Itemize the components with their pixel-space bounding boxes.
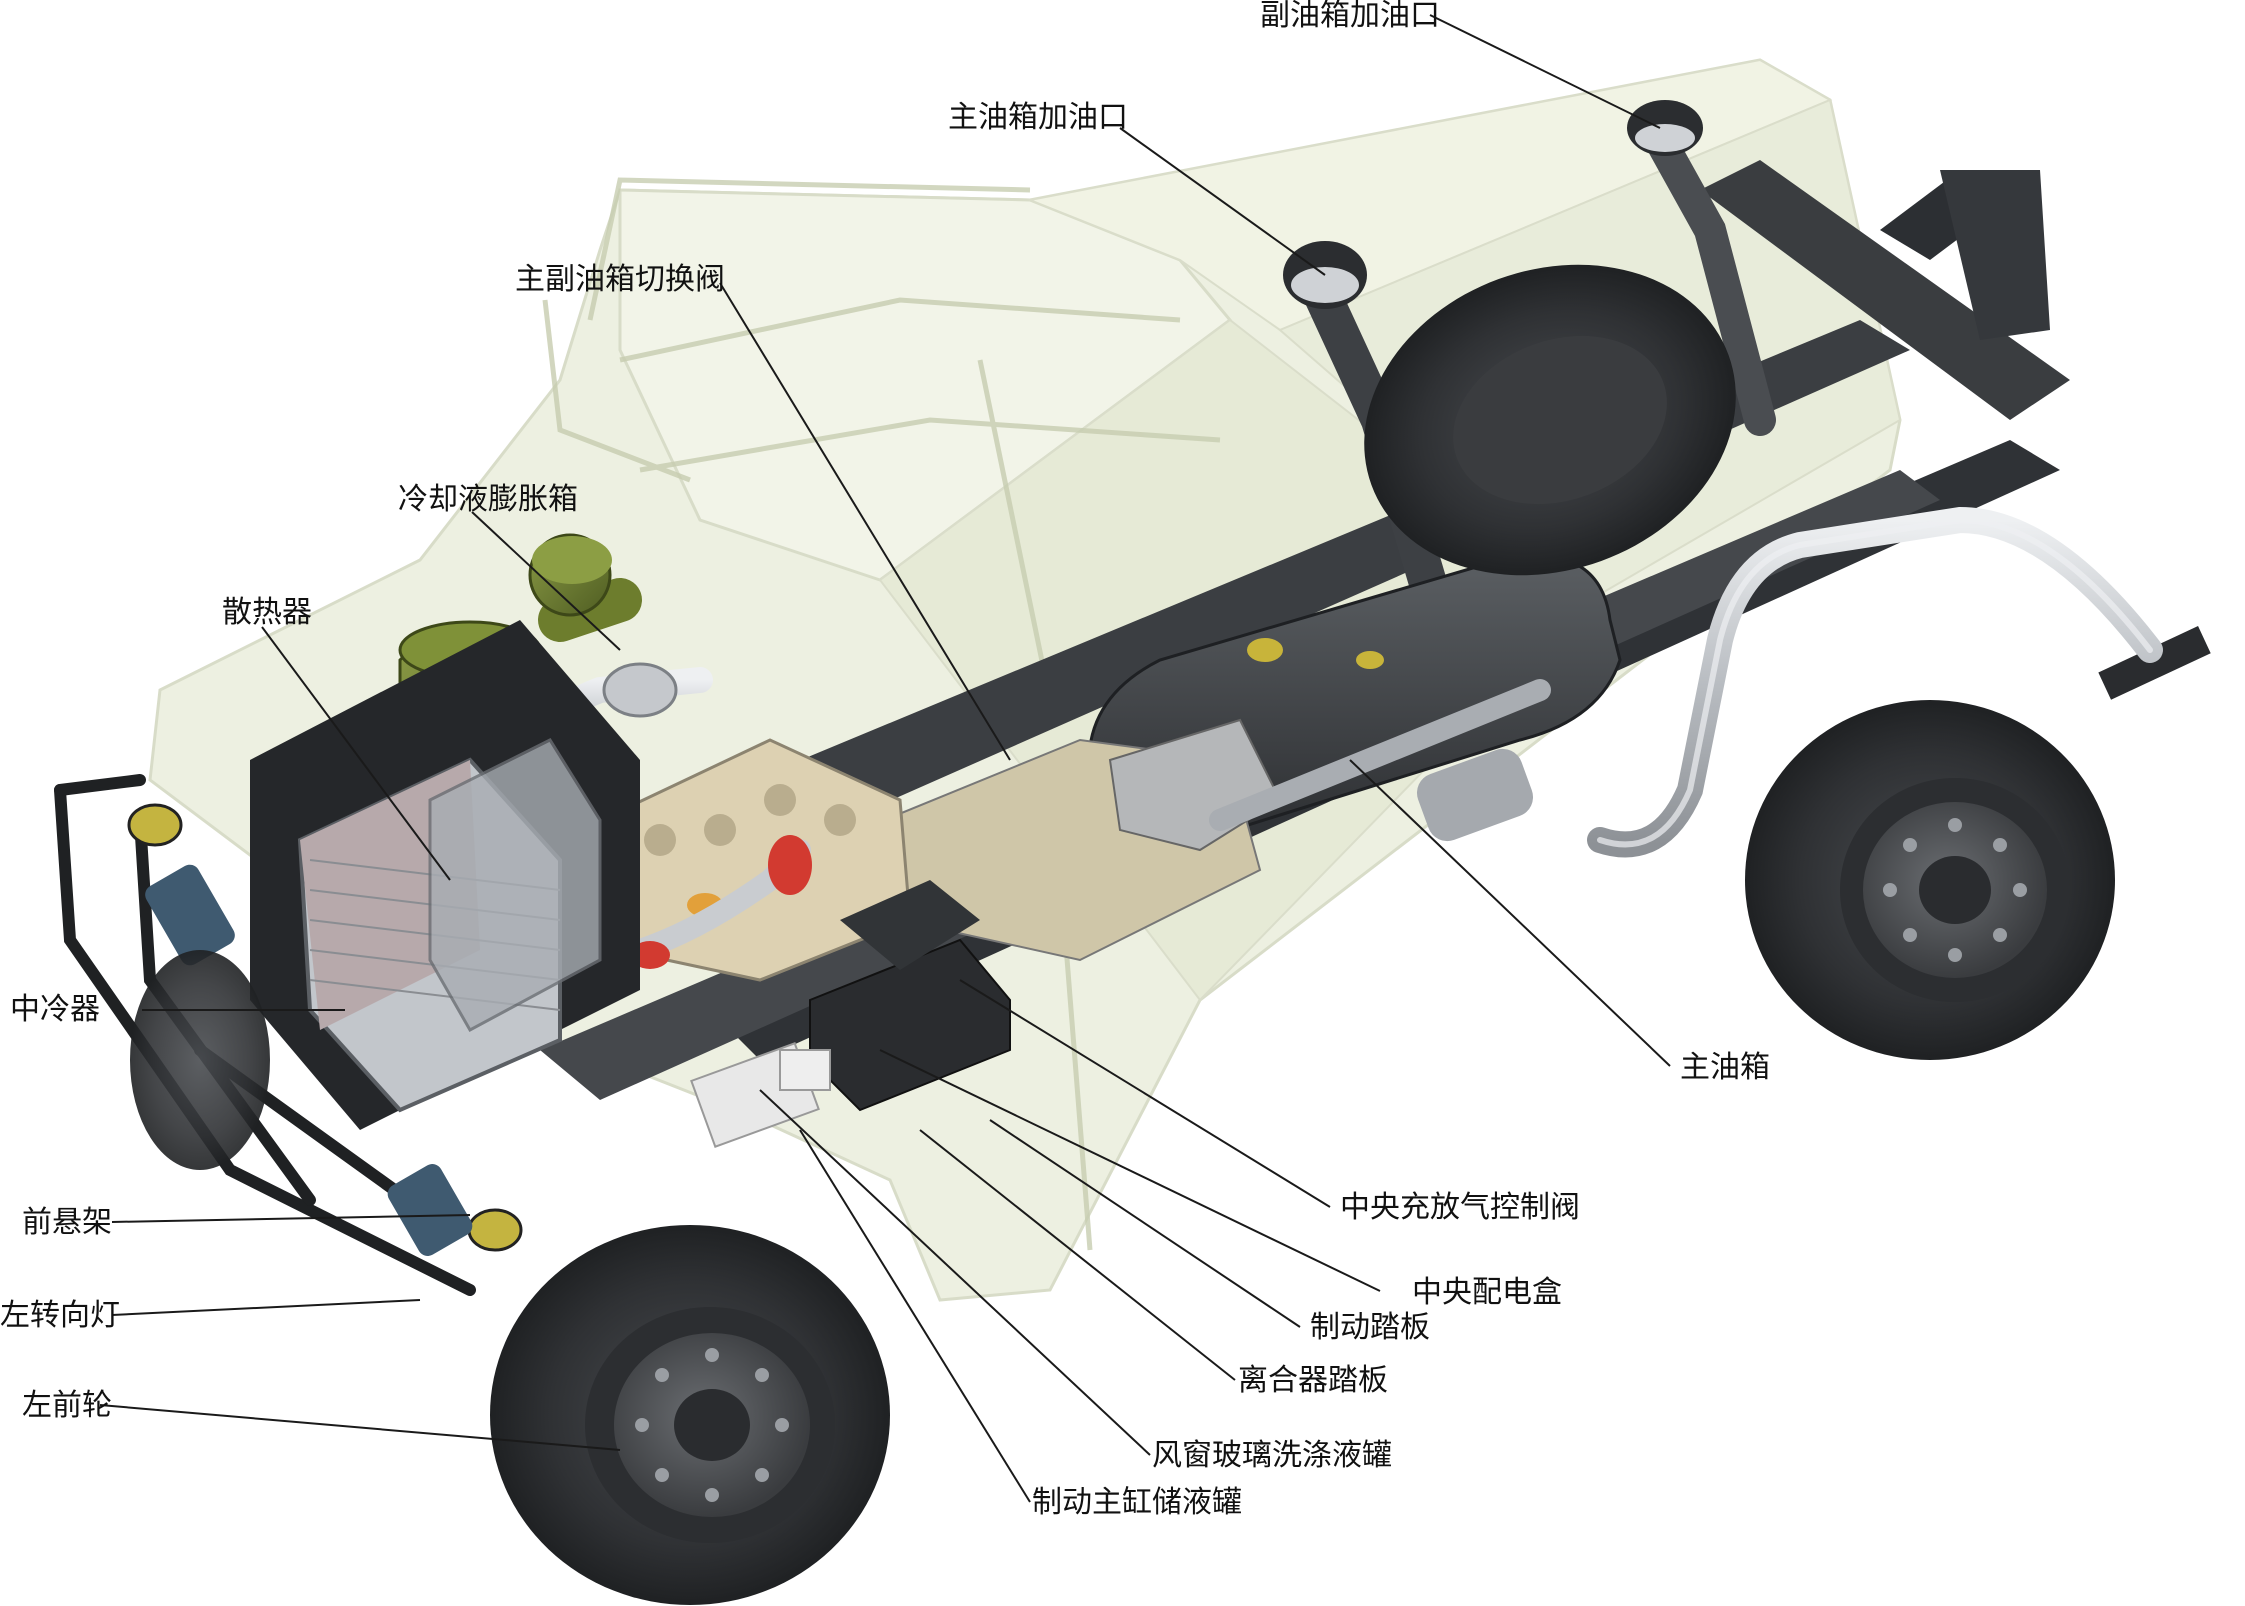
label-main-fuel-filler: 主油箱加油口: [948, 100, 1128, 135]
label-front-suspension: 前悬架: [22, 1205, 112, 1240]
label-central-distribution-box: 中央配电盒: [1412, 1275, 1562, 1310]
label-fuel-switch-valve: 主副油箱切换阀: [515, 262, 725, 297]
label-brake-pedal: 制动踏板: [1310, 1310, 1430, 1345]
leader-lines: [99, 14, 1671, 1503]
label-intercooler: 中冷器: [10, 992, 100, 1027]
label-main-fuel-tank: 主油箱: [1680, 1050, 1770, 1085]
label-brake-master-reservoir: 制动主缸储液罐: [1032, 1485, 1242, 1520]
radiator-block: [250, 620, 640, 1130]
engine: [509, 662, 912, 982]
label-coolant-expansion-tank: 冷却液膨胀箱: [398, 482, 578, 517]
label-left-front-wheel: 左前轮: [22, 1388, 112, 1423]
wheel-left-front: [490, 1225, 890, 1605]
spare-tire: [1364, 264, 1736, 576]
label-left-turn-signal: 左转向灯: [0, 1298, 120, 1333]
label-aux-fuel-filler: 副油箱加油口: [1260, 0, 1440, 33]
wheel-left-rear: [1745, 700, 2115, 1060]
headlights: [127, 803, 523, 1256]
label-radiator: 散热器: [222, 595, 312, 630]
central-box: [690, 880, 1011, 1148]
label-washer-reservoir: 风窗玻璃洗涤液罐: [1152, 1438, 1392, 1473]
label-cti-control-valve: 中央充放气控制阀: [1340, 1190, 1580, 1225]
label-clutch-pedal: 离合器踏板: [1238, 1363, 1388, 1398]
wheel-right-front-hidden: [130, 950, 270, 1170]
